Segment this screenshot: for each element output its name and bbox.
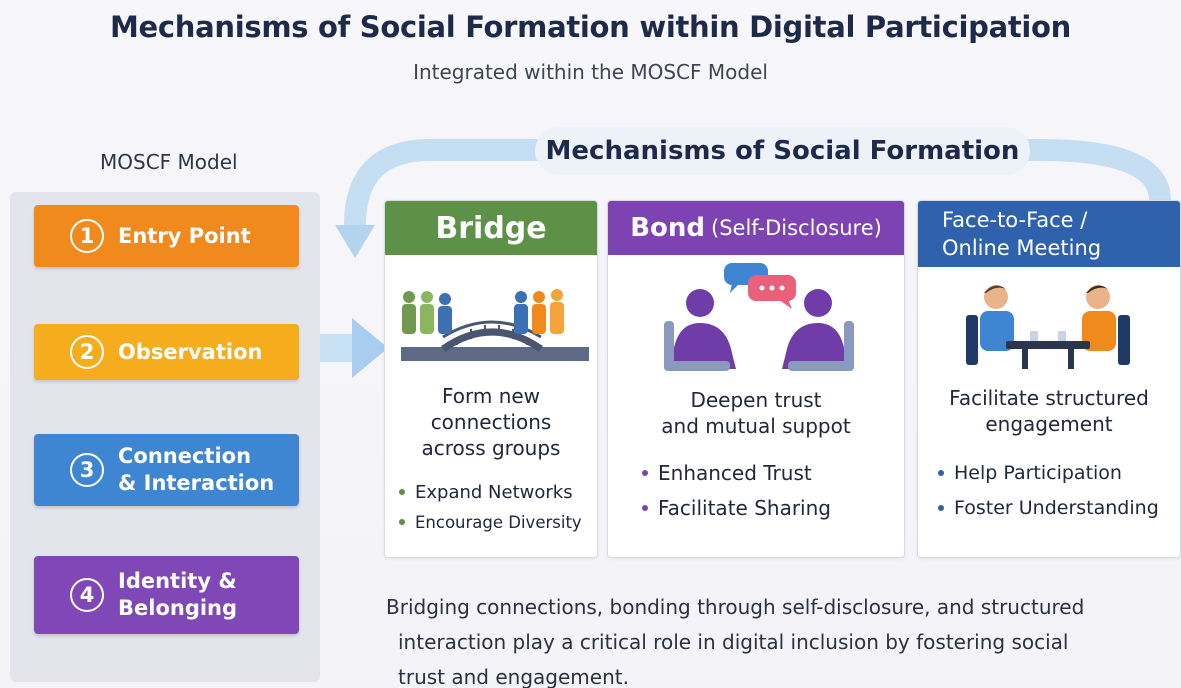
curved-arrow-left-head <box>335 225 375 258</box>
list-item: Expand Networks <box>399 477 582 507</box>
meeting-table-icon <box>966 285 1130 369</box>
list-item: Help Participation <box>938 455 1159 490</box>
step-number: 1 <box>70 219 104 253</box>
people-bridge-icon <box>401 289 589 361</box>
card-title: Bridge <box>385 201 597 255</box>
step-label: Connection & Interaction <box>118 443 274 497</box>
list-item: Facilitate Sharing <box>642 490 831 525</box>
observation-arrow-head <box>352 318 388 378</box>
footer-caption: Bridging connections, bonding through se… <box>386 590 1146 688</box>
bridge-card: Bridge Form new connections across group… <box>384 200 598 558</box>
step-label-line: Connection <box>118 444 252 468</box>
caption-line: trust and engagement. <box>398 665 629 688</box>
page-subtitle: Integrated within the MOSCF Model <box>413 60 768 84</box>
desc-line: engagement <box>985 412 1113 436</box>
desc-line: across groups <box>421 436 561 460</box>
card-description: Deepen trust and mutual suppot <box>608 387 904 439</box>
bullet-icon <box>642 469 648 476</box>
caption-line: Bridging connections, bonding through se… <box>386 595 1085 619</box>
moscf-model-label: MOSCF Model <box>100 150 238 174</box>
step-number: 4 <box>70 578 104 612</box>
bullet-list: Expand Networks Encourage Diversity <box>399 477 582 537</box>
step-label-line: & Interaction <box>118 471 275 495</box>
step-label-line: Observation <box>118 339 263 364</box>
card-title-line: Face-to-Face / <box>942 208 1088 232</box>
page-title: Mechanisms of Social Formation within Di… <box>109 10 1072 44</box>
bullet-icon <box>399 519 405 525</box>
step-number: 3 <box>70 453 104 487</box>
bond-card: Bond (Self-Disclosure) Deepen trust and … <box>607 200 905 558</box>
bullet-text: Help Participation <box>954 461 1122 484</box>
bullet-icon <box>938 469 944 476</box>
step-number: 2 <box>70 335 104 369</box>
card-title-main: Bond <box>630 213 705 243</box>
bullet-icon <box>938 504 944 511</box>
step-connection-interaction: 3 Connection & Interaction <box>34 434 299 506</box>
step-label-line: Belonging <box>118 596 238 620</box>
desc-line: connections <box>430 410 552 434</box>
mechanisms-header: Mechanisms of Social Formation <box>535 127 1030 175</box>
card-description: Facilitate structured engagement <box>918 385 1180 437</box>
step-label: Observation <box>118 339 262 366</box>
step-label: Entry Point <box>118 223 251 250</box>
step-observation: 2 Observation <box>34 324 299 380</box>
step-identity-belonging: 4 Identity & Belonging <box>34 556 299 634</box>
card-title-paren: (Self-Disclosure) <box>711 216 882 240</box>
bullet-list: Enhanced Trust Facilitate Sharing <box>642 455 831 525</box>
list-item: Foster Understanding <box>938 490 1159 525</box>
two-people-chat-icon <box>664 263 854 371</box>
list-item: Enhanced Trust <box>642 455 831 490</box>
curved-arrow-left <box>344 139 1171 236</box>
card-title-line: Online Meeting <box>942 236 1102 260</box>
step-label: Identity & Belonging <box>118 568 237 622</box>
bullet-text: Expand Networks <box>415 481 573 503</box>
bullet-icon <box>642 504 648 511</box>
card-title: Face-to-Face / Online Meeting <box>918 201 1180 267</box>
bullet-icon <box>399 489 405 495</box>
bullet-list: Help Participation Foster Understanding <box>938 455 1159 525</box>
meeting-card: Face-to-Face / Online Meeting Facilitate… <box>917 200 1181 558</box>
desc-line: and mutual suppot <box>661 414 851 438</box>
desc-line: Form new <box>441 384 541 408</box>
desc-line: Deepen trust <box>690 388 822 412</box>
bullet-text: Foster Understanding <box>954 496 1159 519</box>
card-title: Bond (Self-Disclosure) <box>608 201 904 255</box>
step-entry-point: 1 Entry Point <box>34 205 299 267</box>
desc-line: Facilitate structured <box>949 386 1149 410</box>
step-label-line: Identity & <box>118 569 237 593</box>
step-label-line: Entry Point <box>118 223 251 248</box>
bullet-text: Enhanced Trust <box>658 460 812 485</box>
caption-line: interaction play a critical role in digi… <box>398 630 1069 654</box>
bullet-text: Encourage Diversity <box>415 512 582 532</box>
list-item: Encourage Diversity <box>399 507 582 537</box>
card-description: Form new connections across groups <box>385 383 597 461</box>
bullet-text: Facilitate Sharing <box>658 495 831 520</box>
